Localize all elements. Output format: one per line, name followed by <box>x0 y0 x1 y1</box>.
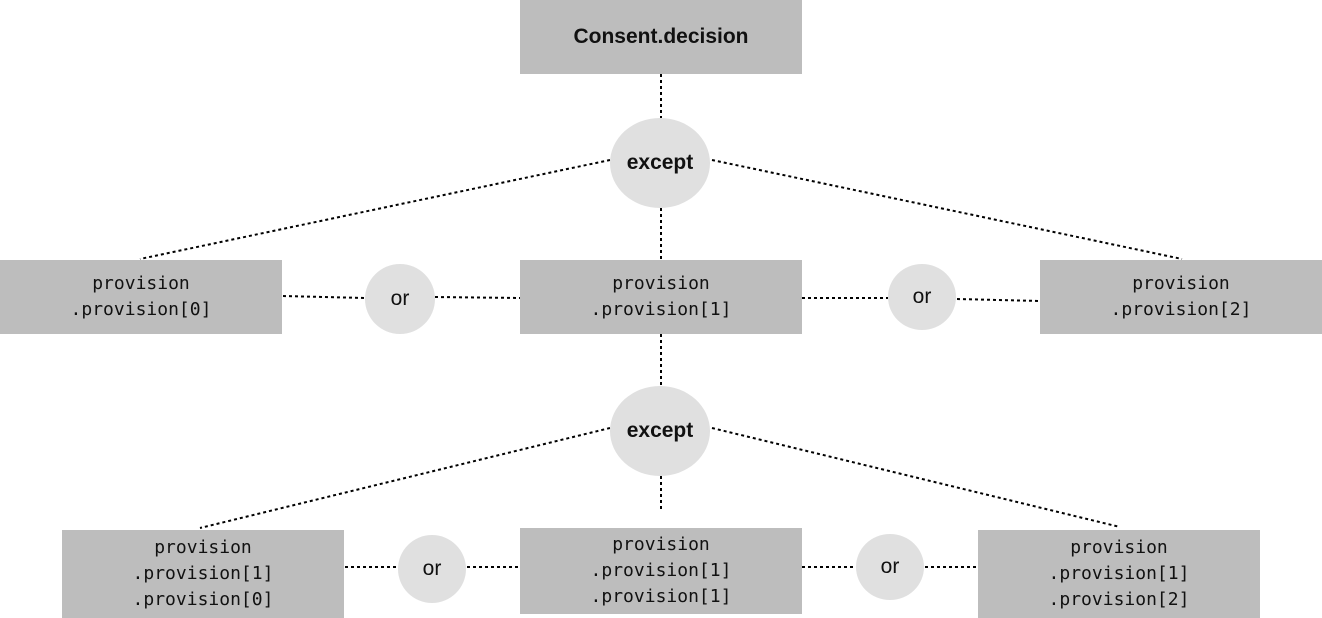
provision-line2: .provision[1] <box>1048 563 1190 584</box>
or-label: or <box>390 287 410 310</box>
or-node-level1-right: or <box>888 264 956 330</box>
connector-except-left <box>139 159 611 260</box>
provision-line1: provision <box>1070 537 1168 558</box>
connector-except2-left <box>199 427 611 529</box>
provision-line1: provision <box>1132 273 1230 294</box>
except-label: except <box>626 151 694 174</box>
except-node-level1: except <box>610 118 710 208</box>
provision-line2: .provision[1] <box>132 563 274 584</box>
provision-line2: .provision[2] <box>1110 299 1252 320</box>
connector-l1-or-right <box>956 298 1041 302</box>
provision-box-0: provision .provision[0] <box>0 260 282 334</box>
provision-box-1: provision .provision[1] <box>520 260 802 334</box>
or-label: or <box>912 285 932 308</box>
provision-line1: provision <box>612 273 710 294</box>
provision-line1: provision <box>612 534 710 555</box>
provision-box-2: provision .provision[2] <box>1040 260 1322 334</box>
provision-line3: .provision[1] <box>590 586 732 607</box>
or-node-level2-right: or <box>856 534 924 600</box>
or-label: or <box>880 555 900 578</box>
connector-l1-left-or <box>282 295 366 299</box>
connector-l1-or-center <box>434 296 521 299</box>
provision-line2: .provision[1] <box>590 560 732 581</box>
root-consent-decision: Consent.decision <box>520 0 802 74</box>
provision-line1: provision <box>92 273 190 294</box>
except-node-level2: except <box>610 386 710 476</box>
except-label: except <box>626 419 694 442</box>
or-node-level1-left: or <box>365 264 435 334</box>
provision-line1: provision <box>154 537 252 558</box>
connector-except-right <box>711 159 1183 260</box>
provision-box-1-1: provision .provision[1] .provision[1] <box>520 528 802 614</box>
provision-line2: .provision[0] <box>70 299 212 320</box>
connector-except2-right <box>711 427 1121 528</box>
or-node-level2-left: or <box>398 535 466 603</box>
provision-line3: .provision[2] <box>1048 589 1190 610</box>
provision-line2: .provision[1] <box>590 299 732 320</box>
provision-box-1-0: provision .provision[1] .provision[0] <box>62 530 344 618</box>
provision-box-1-2: provision .provision[1] .provision[2] <box>978 530 1260 618</box>
root-label: Consent.decision <box>573 25 749 48</box>
provision-line3: .provision[0] <box>132 589 274 610</box>
or-label: or <box>422 557 442 580</box>
